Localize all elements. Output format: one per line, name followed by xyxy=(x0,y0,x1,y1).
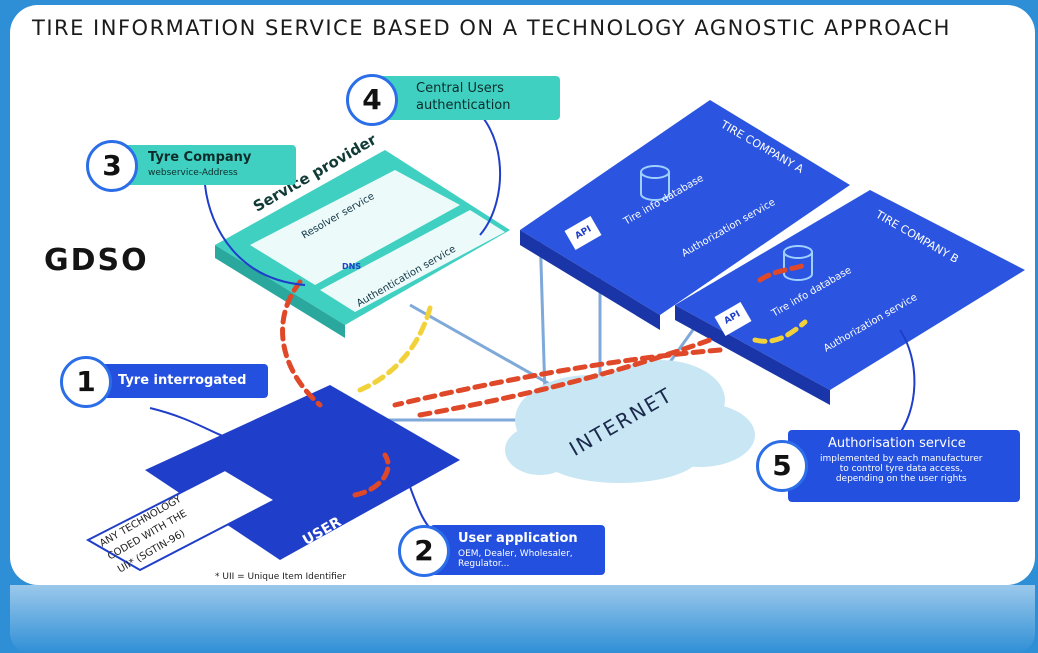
internet-cloud xyxy=(505,360,755,483)
callout-3-subtitle: webservice-Address xyxy=(148,168,238,178)
company-b-api-chip xyxy=(714,301,752,337)
callout-authorisation-service: Authorisation service implemented by eac… xyxy=(788,430,1020,502)
callout-5-title: Authorisation service xyxy=(828,436,966,451)
callout-1-title: Tyre interrogated xyxy=(118,373,247,388)
callout-central-users: Central Users authentication xyxy=(378,76,560,120)
callout-user-application: User application OEM, Dealer, Wholesaler… xyxy=(430,525,605,575)
callout-3-number: 3 xyxy=(86,140,138,192)
callout-2-title: User application xyxy=(458,531,578,546)
callout-tyre-interrogated: Tyre interrogated xyxy=(92,364,268,398)
company-a-api-chip xyxy=(564,215,602,251)
callout-4-title: Central Users xyxy=(416,81,504,96)
callout-5-number: 5 xyxy=(756,440,808,492)
gdso-logo: GDSO xyxy=(44,243,149,278)
callout-1-number: 1 xyxy=(60,356,112,408)
technology-note-box xyxy=(85,468,278,572)
callout-2-subtitle: OEM, Dealer, Wholesaler, Regulator... xyxy=(458,549,573,569)
dns-label: DNS xyxy=(342,262,362,271)
callout-2-number: 2 xyxy=(398,525,450,577)
panel-reflection xyxy=(10,585,1035,653)
callout-5-subtitle: implemented by each manufacturer to cont… xyxy=(820,454,983,484)
callout-4-number: 4 xyxy=(346,74,398,126)
diagram-title: TIRE INFORMATION SERVICE BASED ON A TECH… xyxy=(32,16,951,40)
callout-tyre-company: Tyre Company webservice-Address xyxy=(118,145,296,185)
company-a-plate xyxy=(520,100,850,315)
callout-4-subtitle: authentication xyxy=(416,98,511,113)
uii-footnote: * UII = Unique Item Identifier xyxy=(215,572,347,582)
data-flow-arrows xyxy=(280,262,808,498)
callout-3-title: Tyre Company xyxy=(148,150,252,165)
database-icons xyxy=(640,165,813,281)
